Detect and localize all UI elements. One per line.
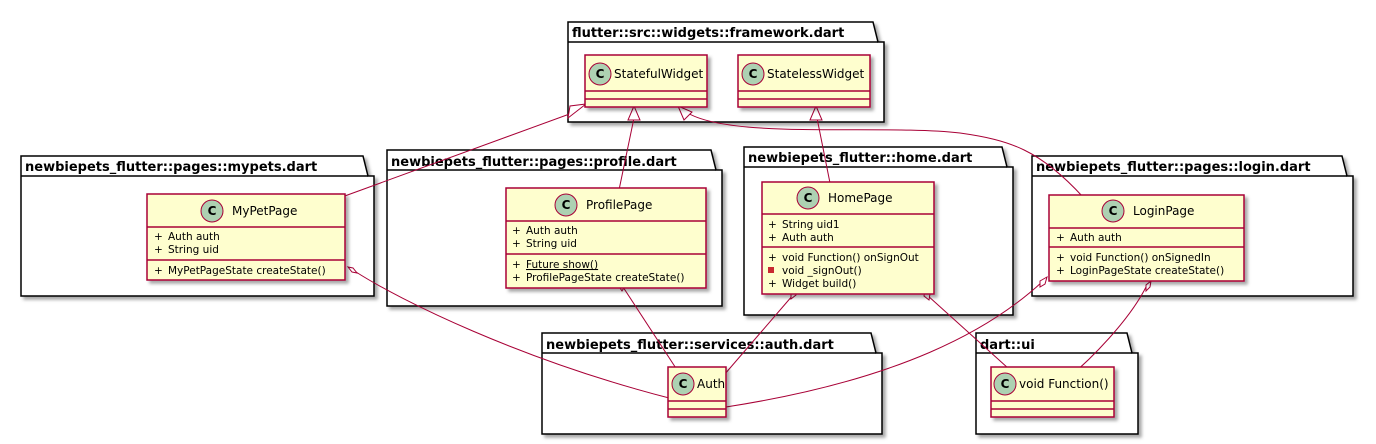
static-method: Future show() [526, 259, 598, 271]
package-title: newbiepets_flutter::home.dart [748, 151, 972, 166]
class-stateful-widget[interactable]: C StatefulWidget [584, 54, 708, 108]
class-profilepage[interactable]: C ProfilePage + Auth auth + String uid +… [505, 187, 707, 289]
edge-login-to-stateful [685, 111, 1084, 198]
method: MyPetPageState createState() [168, 265, 326, 277]
diamond [346, 266, 359, 274]
svg-text:C: C [804, 191, 813, 205]
arrowhead [809, 104, 823, 121]
field: String uid [526, 238, 577, 250]
class-name: StatefulWidget [614, 67, 703, 81]
relations [341, 111, 1148, 408]
field: Auth auth [168, 231, 220, 243]
class-name: ProfilePage [586, 198, 652, 212]
package-title: newbiepets_flutter::pages::profile.dart [391, 155, 677, 170]
class-auth[interactable]: C Auth [667, 366, 727, 418]
svg-text:C: C [562, 198, 571, 212]
class-badge-icon [200, 199, 224, 223]
edge-mypet-to-stateful [341, 111, 576, 198]
class-name: StatelessWidget [767, 67, 865, 81]
class-name: HomePage [828, 191, 893, 205]
package-title: dart::ui [980, 338, 1035, 353]
edge-profile-to-stateful [618, 117, 635, 191]
method: void Function() onSignOut [782, 252, 919, 264]
class-homepage[interactable]: C HomePage + String uid1 + Auth auth + v… [761, 181, 935, 295]
private-visibility-icon [768, 267, 774, 273]
edge-login-to-auth [725, 281, 1043, 408]
class-badge-icon [671, 372, 695, 396]
edge-profile-to-auth [622, 286, 684, 380]
arrowhead [567, 103, 588, 120]
visibility-marker: + [512, 238, 521, 250]
field: Auth auth [1070, 232, 1122, 244]
package-title: flutter::src::widgets::framework.dart [572, 26, 844, 41]
svg-text:C: C [208, 204, 217, 218]
method: LoginPageState createState() [1070, 265, 1224, 277]
visibility-marker: + [1056, 252, 1065, 264]
field: String uid1 [782, 219, 840, 231]
field: String uid [168, 244, 219, 256]
edge-home-to-auth [717, 294, 794, 383]
class-name: Auth [697, 377, 725, 391]
field: Auth auth [782, 232, 834, 244]
inheritance-arrowheads [567, 103, 823, 121]
edge-home-to-stateless [815, 112, 831, 184]
class-name: void Function() [1019, 377, 1109, 391]
class-badge-icon [554, 193, 578, 217]
visibility-marker: + [512, 259, 521, 271]
svg-text:C: C [1001, 377, 1010, 391]
class-badge-icon [741, 62, 765, 86]
visibility-marker: + [768, 232, 777, 244]
visibility-marker: + [154, 231, 163, 243]
class-badge-icon [588, 62, 612, 86]
method: void Function() onSignedIn [1070, 252, 1211, 264]
class-loginpage[interactable]: C LoginPage + Auth auth + void Function(… [1048, 194, 1245, 282]
visibility-marker: + [768, 278, 777, 290]
class-badge-icon [796, 186, 820, 210]
arrowhead [627, 104, 641, 121]
diamond [1145, 279, 1152, 293]
svg-text:C: C [596, 67, 605, 81]
visibility-marker: + [512, 225, 521, 237]
package-title: newbiepets_flutter::pages::login.dart [1036, 160, 1311, 175]
class-mypetpage[interactable]: C MyPetPage + Auth auth + String uid + M… [146, 193, 346, 281]
field: Auth auth [526, 225, 578, 237]
class-name: LoginPage [1133, 204, 1194, 218]
class-name: MyPetPage [232, 204, 297, 218]
arrowhead [677, 105, 693, 121]
class-badge-icon [993, 372, 1017, 396]
edge-home-to-voidfn [926, 294, 1020, 379]
svg-text:C: C [1109, 204, 1118, 218]
method: ProfilePageState createState() [526, 272, 685, 284]
class-void-function[interactable]: C void Function() [990, 366, 1115, 418]
visibility-marker: + [512, 272, 521, 284]
edge-mypet-to-auth [355, 271, 674, 400]
visibility-marker: + [1056, 232, 1065, 244]
svg-text:C: C [679, 377, 688, 391]
visibility-marker: + [154, 244, 163, 256]
diamond [1039, 275, 1048, 288]
class-badge-icon [1101, 199, 1125, 223]
visibility-marker: + [154, 265, 163, 277]
method: Widget build() [782, 278, 856, 290]
package-title: newbiepets_flutter::pages::mypets.dart [25, 160, 317, 175]
visibility-marker: + [1056, 265, 1065, 277]
visibility-marker: + [768, 219, 777, 231]
svg-text:C: C [749, 67, 758, 81]
visibility-marker: + [768, 252, 777, 264]
package-title: newbiepets_flutter::services::auth.dart [546, 338, 834, 353]
class-stateless-widget[interactable]: C StatelessWidget [737, 54, 871, 108]
method: void _signOut() [782, 265, 862, 277]
